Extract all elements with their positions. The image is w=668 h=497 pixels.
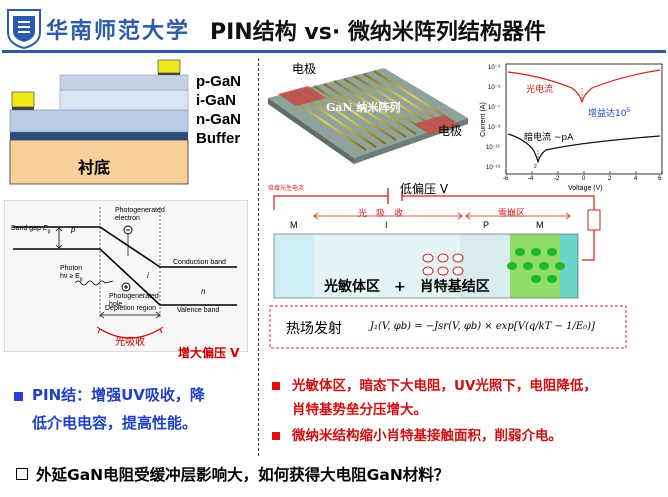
page-title: PIN结构 vs· 微纳米阵列结构器件 xyxy=(210,20,546,45)
layer-structure-diagram xyxy=(8,58,198,188)
band-gap-label: Band gap xyxy=(11,225,41,232)
depletion-region-label: Depletion region xyxy=(105,305,156,312)
gain-text: 增益达10 xyxy=(588,109,627,119)
m-left-label: M xyxy=(290,220,298,230)
right-bullet-2: 微纳米结构缩小肖特基接触面积，削弱介电。 xyxy=(292,428,562,444)
iv-xtick-1: -4 xyxy=(528,176,534,182)
multiplied-photocurrent-label: 倍增光生电流 xyxy=(268,186,305,192)
valence-band-label: Valence band xyxy=(177,307,220,314)
photogen-hole-label: Photogenerated hole xyxy=(109,293,159,308)
absorption-label: 光吸收 xyxy=(115,337,145,348)
university-name: 华南师范大学 xyxy=(46,18,191,44)
electrode-top-label: 电极 xyxy=(292,62,317,76)
iv-point-marker: 2 xyxy=(534,164,537,170)
university-logo xyxy=(4,6,44,50)
device-cross-section: 倍增光生电流 低偏压 V 光 吸 收 雪崩区 M I P M 光敏体区 + 肖特… xyxy=(266,182,666,352)
iv-xtick-0: -6 xyxy=(503,176,509,182)
i-zone-label: I xyxy=(385,220,388,230)
layer-buffer: Buffer xyxy=(196,130,241,147)
iv-xtick-4: 2 xyxy=(608,176,612,182)
gain-label: 增益达105 xyxy=(588,106,630,119)
thermal-emission-label: 热场发射 xyxy=(286,321,342,337)
iv-xtick-5: 4 xyxy=(634,176,638,182)
bottom-question: 外延GaN电阻受缓冲层影响大，如何获得大电阻GaN材料？ xyxy=(36,466,450,484)
iv-xtick-3: 0 xyxy=(582,176,586,182)
substrate-label: 衬底 xyxy=(78,158,111,177)
photon-energy-sub: g xyxy=(79,276,83,283)
layer-p-gan: p-GaN xyxy=(196,73,241,90)
electrode-bottom-label: 电极 xyxy=(438,124,463,138)
column-divider xyxy=(258,58,259,456)
layer-i-gan: i-GaN xyxy=(196,92,237,109)
iv-ytick-2: 10⁻⁷ xyxy=(488,105,501,111)
iv-ytick-4: 10⁻¹¹ xyxy=(486,145,500,151)
title-divider xyxy=(2,50,666,53)
iv-plot: Current (A) 10⁻³ 10⁻⁵ 10⁻⁷ 10⁻⁹ 10⁻¹¹ 10… xyxy=(479,58,666,198)
question-checkbox-icon xyxy=(16,468,28,480)
band-gap-sub: g xyxy=(47,228,51,235)
conduction-band-label: Conduction band xyxy=(173,259,226,266)
i-region-label: i xyxy=(147,271,149,280)
left-bullet-line2: 低介电电容，提高性能。 xyxy=(32,414,198,432)
left-bullet-marker xyxy=(14,392,23,401)
nanowire-array-image xyxy=(264,58,472,168)
band-gap-symbol: E xyxy=(42,225,48,232)
avalanche-zone-label: 雪崩区 xyxy=(498,209,526,219)
left-bullet-line1: PIN结：增强UV吸收，降 xyxy=(32,386,205,404)
iv-xtick-2: -2 xyxy=(554,176,560,182)
right-bullet-1-line2: 肖特基势垒分压增大。 xyxy=(292,402,427,418)
iv-ytick-1: 10⁻⁵ xyxy=(488,85,501,91)
m-right-label: M xyxy=(536,220,544,230)
absorption-zone-label: 光 吸 收 xyxy=(358,209,404,219)
iv-x-label: Voltage (V) xyxy=(568,185,603,192)
right-bullet-2-marker xyxy=(272,432,280,440)
iv-ytick-0: 10⁻³ xyxy=(488,65,500,71)
dark-current-label: 暗电流 ~pA xyxy=(524,133,574,143)
n-region-label: n xyxy=(201,287,206,296)
photon-label: Photon xyxy=(60,265,83,272)
emission-formula: J₁(V, φb) = −Jsr(V, φb) × exp[V(q/kT − 1… xyxy=(370,321,595,332)
band-diagram: Band gap Eg p i n Photogenerated electro… xyxy=(4,200,248,352)
low-bias-label: 低偏压 V xyxy=(400,182,449,196)
layer-n-gan: n-GaN xyxy=(196,111,241,128)
iv-xtick-6: 6 xyxy=(658,176,662,182)
p-region-label: p xyxy=(71,225,76,234)
right-bullet-1-marker xyxy=(272,382,280,390)
bias-label: 增大偏压 V xyxy=(178,346,240,360)
iv-ytick-5: 10⁻¹³ xyxy=(486,165,500,171)
photo-current-label: 光电流 xyxy=(526,85,554,95)
right-bullet-1-line1: 光敏体区，暗态下大电阻，UV光照下，电阻降低， xyxy=(292,378,597,394)
p-zone-label: P xyxy=(483,220,490,230)
photon-energy-label: hν ≥ E xyxy=(60,273,80,280)
iv-y-label: Current (A) xyxy=(479,102,487,137)
iv-ytick-3: 10⁻⁹ xyxy=(488,125,501,131)
photogen-electron-label: Photogenerated electron xyxy=(115,207,165,222)
gain-exp: 5 xyxy=(626,107,631,114)
nanowire-array-label: GaN 纳米阵列 xyxy=(326,101,401,114)
region-label: 光敏体区 + 肖特基结区 xyxy=(324,279,490,295)
